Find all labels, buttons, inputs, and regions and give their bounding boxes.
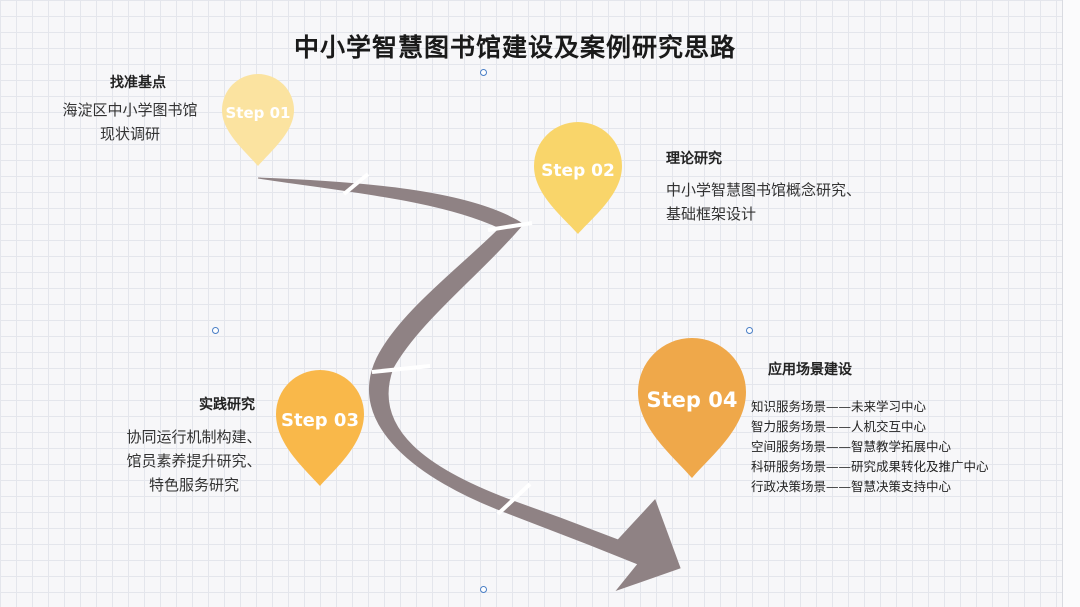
selection-handle-right[interactable] [746, 327, 753, 334]
step-01-line: 海淀区中小学图书馆 [62, 101, 198, 119]
step-04-pin: Step 04 [638, 338, 746, 478]
step-02-label: Step 02 [541, 161, 615, 181]
step-02-description: 中小学智慧图书馆概念研究、 基础框架设计 [666, 178, 861, 226]
step-04-marker [638, 338, 746, 478]
right-scroll-edge [1062, 0, 1080, 607]
step-04-scenario-item: 空间服务场景——智慧教学拓展中心 [751, 439, 952, 454]
step-03-marker [276, 370, 364, 486]
step-01-pin: Step 01 [222, 74, 294, 166]
step-01-description: 海淀区中小学图书馆 现状调研 [30, 98, 230, 146]
step-01-title: 找准基点 [110, 75, 166, 91]
step-04-scenario-item: 知识服务场景——未来学习中心 [751, 399, 927, 414]
step-03-description: 协同运行机制构建、 馆员素养提升研究、 特色服务研究 [104, 425, 284, 497]
step-03-line: 协同运行机制构建、 [126, 428, 262, 446]
step-04-scenario-item: 智力服务场景——人机交互中心 [751, 419, 927, 434]
step-01-marker [222, 74, 294, 166]
step-03-line: 馆员素养提升研究、 [126, 452, 262, 470]
step-01-line: 现状调研 [99, 125, 160, 143]
step-02-pin: Step 02 [534, 122, 622, 234]
step-03-label: Step 03 [281, 410, 359, 431]
step-04-scenario-item: 科研服务场景——研究成果转化及推广中心 [751, 459, 989, 474]
step-03-line: 特色服务研究 [148, 476, 239, 494]
step-04-title: 应用场景建设 [768, 362, 852, 378]
step-03-title: 实践研究 [199, 397, 255, 413]
step-02-title: 理论研究 [666, 151, 722, 167]
step-04-scenario-list: 知识服务场景——未来学习中心 智力服务场景——人机交互中心 空间服务场景——智慧… [751, 397, 989, 497]
step-02-line: 基础框架设计 [666, 205, 757, 223]
diagram-title: 中小学智慧图书馆建设及案例研究思路 [293, 33, 736, 62]
selection-handle-left[interactable] [212, 327, 219, 334]
step-01-label: Step 01 [226, 104, 291, 122]
step-04-label: Step 04 [647, 388, 738, 412]
step-03-pin: Step 03 [276, 370, 364, 486]
step-04-scenario-item: 行政决策场景——智慧决策支持中心 [751, 479, 952, 494]
road-gaps [342, 172, 533, 516]
step-02-marker [534, 122, 622, 234]
selection-handle-top[interactable] [480, 69, 487, 76]
selection-handle-bottom[interactable] [480, 586, 487, 593]
step-02-line: 中小学智慧图书馆概念研究、 [666, 181, 862, 199]
